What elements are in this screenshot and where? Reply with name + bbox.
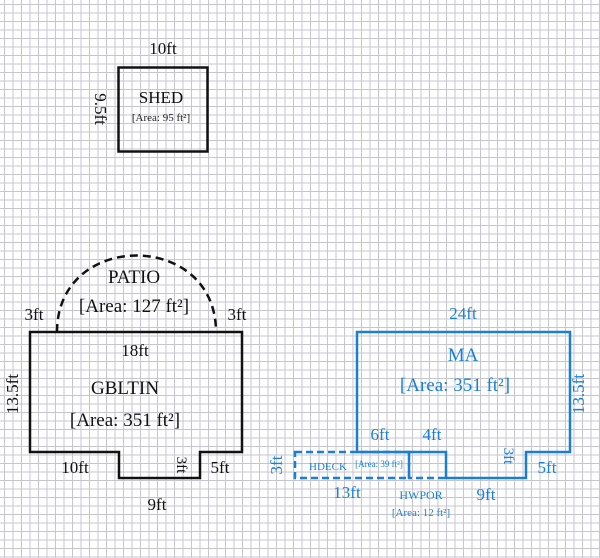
patio-area: [Area: 127 ft²] bbox=[79, 296, 189, 317]
ma-name: MA bbox=[448, 345, 479, 366]
shed-outline bbox=[117, 66, 209, 153]
gbltin-area: [Area: 351 ft²] bbox=[70, 410, 180, 431]
gbltin-dim-top: 18ft bbox=[121, 341, 149, 360]
patio-dim-left: 3ft bbox=[25, 305, 44, 324]
ma-dim-notch-bottom: 9ft bbox=[477, 485, 496, 504]
room-patio[interactable]: PATIO [Area: 127 ft²] 3ft 3ft bbox=[25, 254, 247, 333]
room-shed[interactable]: 10ft 9.5ft SHED [Area: 95 ft²] bbox=[91, 39, 209, 153]
ma-dim-top: 24ft bbox=[449, 304, 477, 323]
gbltin-name: GBLTIN bbox=[91, 378, 159, 399]
patio-dim-right: 3ft bbox=[228, 305, 247, 324]
ma-dim-bottom-right: 5ft bbox=[538, 458, 557, 477]
hdeck-name: HDECK bbox=[309, 461, 347, 473]
gbltin-dim-bottom-left: 10ft bbox=[61, 458, 89, 477]
ma-area: [Area: 351 ft²] bbox=[400, 375, 510, 396]
room-hdeck[interactable]: HDECK [Area: 39 ft²] 3ft 13ft bbox=[267, 450, 411, 502]
ma-dim-notch-depth: 3ft bbox=[500, 448, 516, 465]
ma-dim-inner-left: 6ft bbox=[371, 425, 390, 444]
hdeck-area: [Area: 39 ft²] bbox=[355, 459, 403, 469]
shed-dim-left: 9.5ft bbox=[91, 93, 110, 125]
room-ma[interactable]: 24ft MA [Area: 351 ft²] 13.5ft 6ft 4ft 3… bbox=[355, 304, 588, 504]
hwpor-area: [Area: 12 ft²] bbox=[392, 507, 450, 519]
gbltin-outline bbox=[28, 330, 244, 480]
gbltin-dim-left: 13.5ft bbox=[3, 374, 22, 414]
hwpor-name: HWPOR bbox=[399, 488, 442, 502]
shed-name: SHED bbox=[139, 88, 183, 107]
gbltin-dim-notch-depth: 3ft bbox=[173, 457, 189, 474]
ma-outline bbox=[355, 330, 572, 480]
patio-outline bbox=[55, 254, 218, 333]
room-hwpor[interactable]: HWPOR [Area: 12 ft²] bbox=[392, 452, 450, 519]
hdeck-dim-left: 3ft bbox=[267, 455, 286, 474]
ma-dim-right: 13.5ft bbox=[569, 374, 588, 414]
shed-area: [Area: 95 ft²] bbox=[132, 112, 190, 124]
hdeck-dim-bottom: 13ft bbox=[333, 483, 361, 502]
shed-dim-top: 10ft bbox=[149, 39, 177, 58]
gbltin-dim-notch-bottom: 9ft bbox=[148, 495, 167, 514]
room-gbltin[interactable]: 18ft 13.5ft GBLTIN [Area: 351 ft²] 10ft … bbox=[3, 330, 244, 514]
hwpor-outline bbox=[407, 452, 446, 480]
gbltin-dim-bottom-right: 5ft bbox=[211, 458, 230, 477]
patio-name: PATIO bbox=[108, 267, 160, 288]
ma-dim-inner-mid: 4ft bbox=[423, 425, 442, 444]
